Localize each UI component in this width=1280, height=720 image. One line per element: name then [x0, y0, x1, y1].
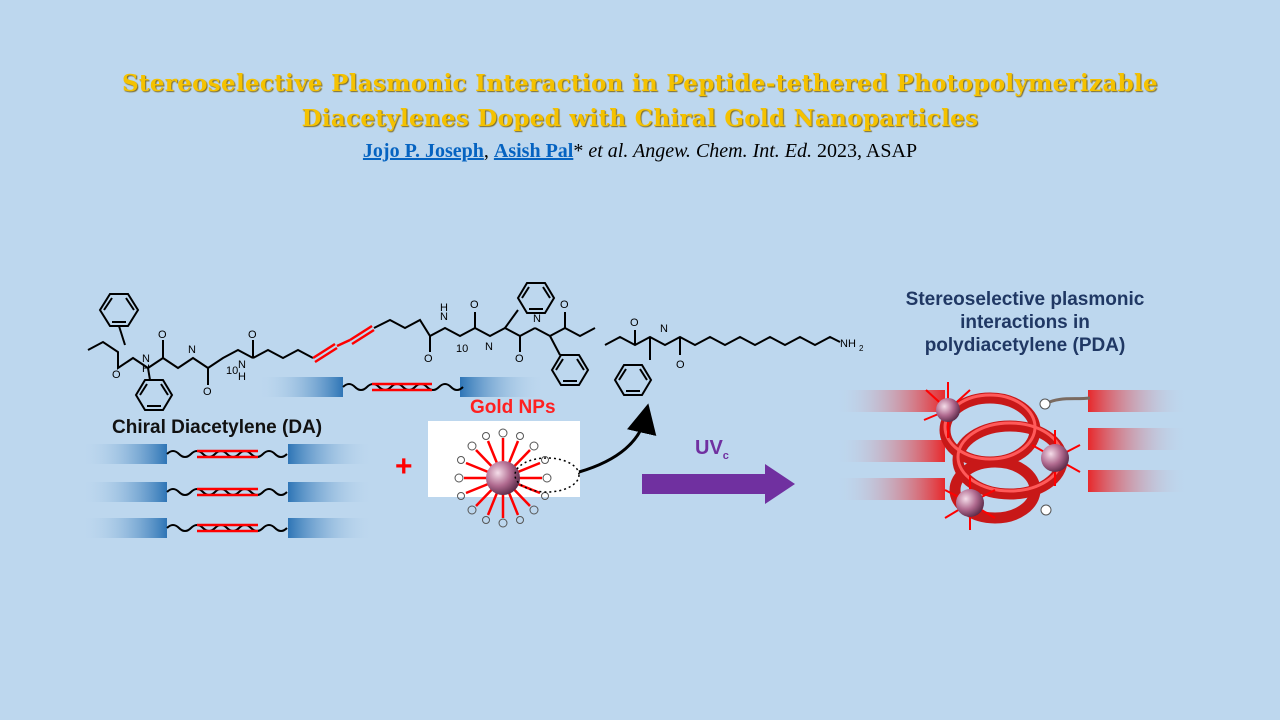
da-monomer-1	[82, 444, 373, 464]
atom-o-6: O	[470, 299, 479, 311]
da-schematic-top	[258, 377, 545, 397]
pda-assembly	[835, 382, 1188, 530]
author-line: Jojo P. Joseph, Asish Pal* et al. Angew.…	[0, 140, 1280, 163]
uv-label: UVc	[695, 437, 729, 462]
atom-o-3: O	[203, 386, 212, 398]
atom-o-8: O	[560, 299, 569, 311]
result-caption: Stereoselective plasmonic interactions i…	[850, 288, 1200, 357]
subscript-10-left: 10	[226, 365, 238, 377]
title-line-1: Stereoselective Plasmonic Interaction in…	[122, 70, 1158, 97]
amine-subscript: 2	[859, 344, 864, 353]
result-line-2: interactions in	[960, 312, 1090, 333]
author-separator: ,	[483, 140, 494, 162]
amine-nh: NH	[840, 338, 856, 350]
et-al-text: et al.	[583, 140, 633, 162]
uv-subscript: c	[722, 450, 729, 462]
chemical-structure-amine	[604, 330, 841, 396]
atom-n-5: N	[485, 341, 493, 353]
title-line-2: Diacetylenes Doped with Chiral Gold Nano…	[301, 105, 979, 132]
atom-o-4: O	[248, 329, 257, 341]
curved-arrow-icon	[578, 403, 657, 474]
atom-o-5: O	[424, 353, 433, 365]
chemical-structure-right-chain	[373, 282, 596, 386]
result-line-3: polydiacetylene (PDA)	[924, 335, 1126, 356]
gold-nps-label: Gold NPs	[470, 397, 556, 418]
uv-text: UV	[695, 437, 723, 459]
atom-o-9: O	[630, 317, 639, 329]
corresponding-star: *	[573, 140, 584, 162]
atom-h-1: H	[142, 363, 150, 375]
author-link-pal[interactable]: Asish Pal	[493, 140, 574, 162]
atom-n-4: N	[440, 311, 448, 323]
diacetylene-bond-structure	[312, 324, 375, 364]
da-monomer-2	[82, 482, 373, 502]
uv-arrow-icon	[642, 464, 795, 504]
da-monomer-3	[82, 518, 373, 538]
journal-name: Angew. Chem. Int. Ed.	[632, 140, 813, 162]
atom-n-7: N	[660, 323, 668, 335]
author-link-joseph[interactable]: Jojo P. Joseph	[362, 140, 484, 162]
publication-year: 2023, ASAP	[812, 140, 918, 162]
gold-nanoparticle	[454, 428, 580, 528]
atom-o-7: O	[515, 353, 524, 365]
atom-n-3: N	[238, 359, 246, 371]
atom-o-2: O	[112, 369, 121, 381]
subscript-10-right: 10	[456, 343, 468, 355]
atom-n-6: N	[533, 313, 541, 325]
atom-n-2: N	[188, 344, 196, 356]
atom-n-1: N	[142, 353, 150, 365]
chemical-structure-da	[87, 293, 314, 411]
chiral-da-label: Chiral Diacetylene (DA)	[112, 417, 323, 438]
plus-sign: +	[395, 450, 413, 483]
atom-o-10: O	[676, 359, 685, 371]
result-line-1: Stereoselective plasmonic	[905, 289, 1145, 310]
atom-o-1: O	[158, 329, 167, 341]
atom-h-4: H	[440, 302, 448, 314]
atom-h-3: H	[238, 371, 246, 383]
